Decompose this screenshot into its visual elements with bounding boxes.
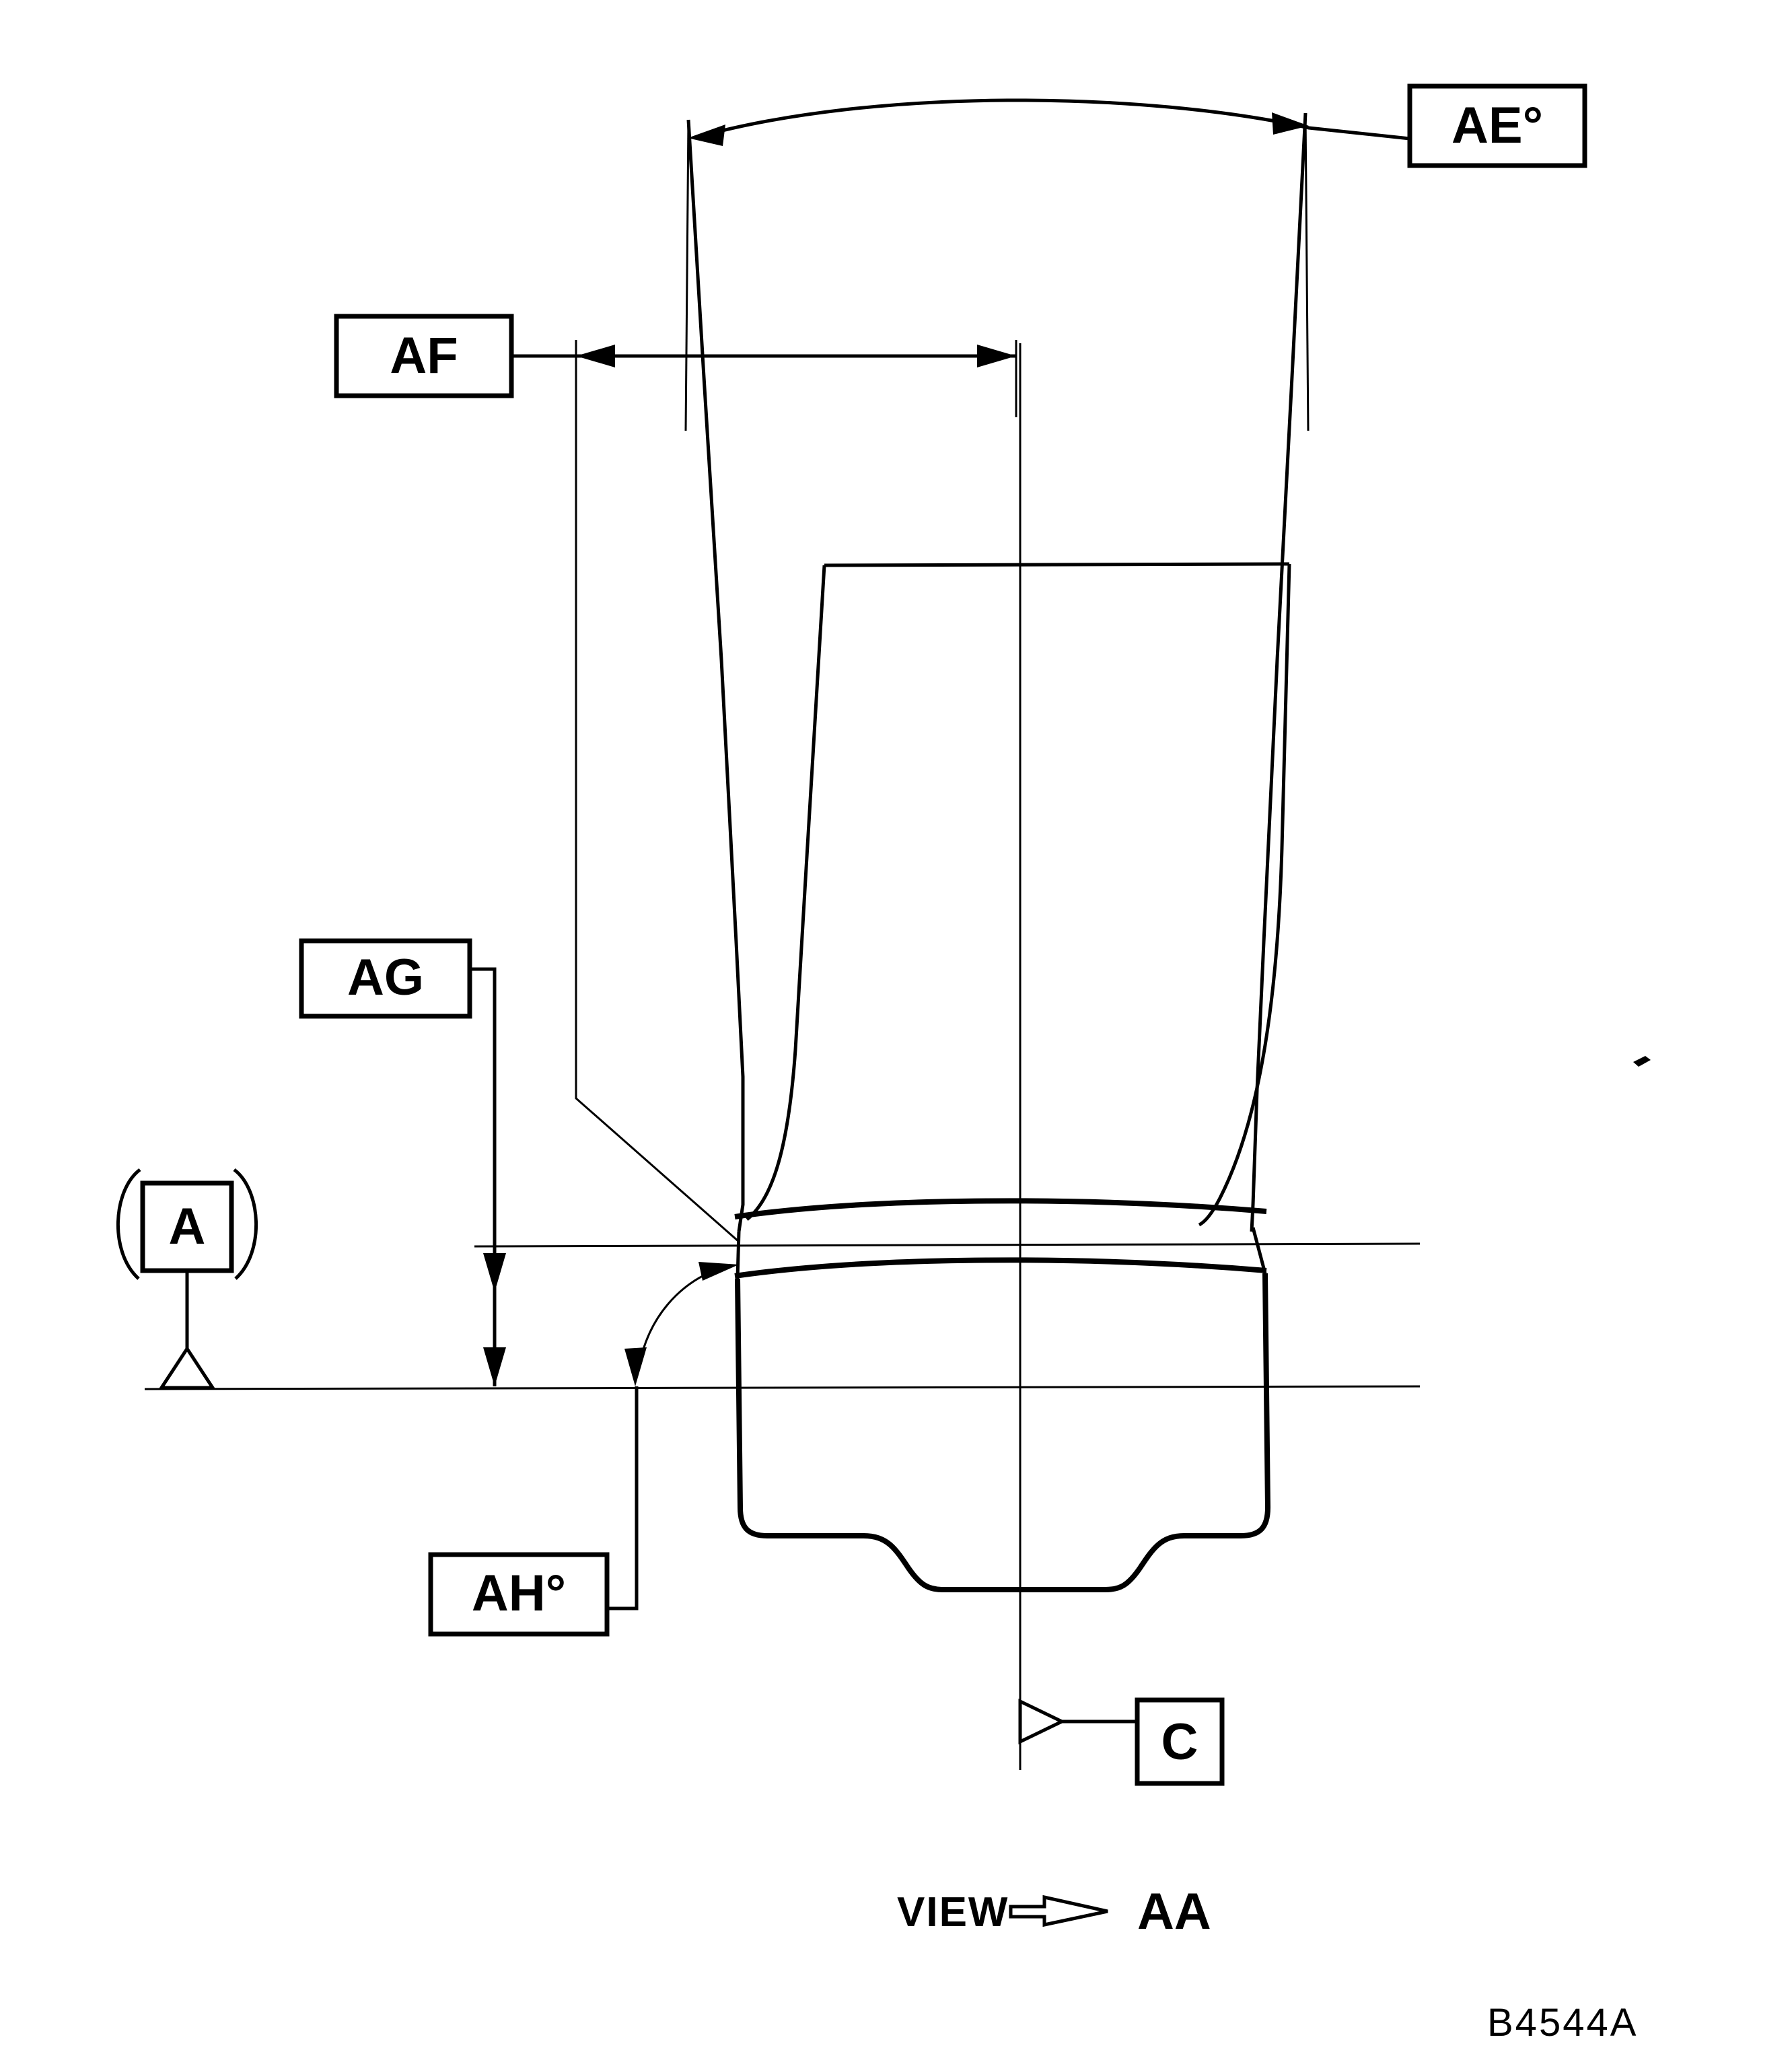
datum-a-right-arc-icon — [233, 1168, 258, 1280]
datum-c-label-text: C — [1161, 1713, 1198, 1771]
platform-lower-curve — [734, 1257, 1267, 1279]
airfoil-left-edge — [686, 119, 745, 1232]
ah-arrowhead-lower — [624, 1347, 647, 1386]
view-caption: VIEW AA — [897, 1883, 1211, 1940]
af-arrowhead-left — [576, 345, 615, 367]
drawing-number: B4544A — [1487, 2001, 1638, 2045]
ag-label-box[interactable] — [299, 938, 472, 1019]
ae-arrowhead-left — [688, 125, 725, 146]
inner-shroud-left-side — [746, 565, 826, 1221]
datum-a-box[interactable] — [140, 1180, 234, 1273]
ah-arrowhead-upper — [698, 1262, 739, 1281]
view-caption-suffix: AA — [1137, 1883, 1211, 1940]
ah-leader-arc — [637, 1264, 731, 1374]
datum-feature-A: A — [116, 1168, 258, 1390]
datum-a-triangle-icon — [158, 1345, 216, 1390]
inner-shroud-right-side — [1198, 563, 1291, 1227]
ah-label-text: AH° — [472, 1565, 566, 1622]
ae-label-box[interactable] — [1407, 83, 1587, 168]
view-direction-arrow-icon — [1009, 1894, 1108, 1927]
blade-geometry — [686, 112, 1307, 1592]
registration-mark-icon — [1633, 1056, 1651, 1067]
platform-upper-curve — [734, 1198, 1267, 1219]
af-label-text: AF — [390, 327, 458, 384]
dimension-AG: AG — [299, 938, 506, 1386]
ae-dimension-arc — [696, 98, 1410, 141]
ag-arrowhead-lower — [483, 1347, 506, 1386]
datum-a-left-arc-icon — [116, 1168, 141, 1280]
datum-a-label-text: A — [169, 1198, 206, 1255]
platform-left-face — [736, 1231, 741, 1279]
ae-extension-right — [1304, 112, 1310, 431]
reference-lines — [144, 343, 1651, 1770]
root-left-side — [735, 1278, 768, 1538]
root-bottom-right-step — [1105, 1533, 1241, 1592]
ag-dimension-line — [470, 967, 497, 1386]
lower-datum-line — [144, 1385, 1421, 1390]
ae-arrowhead-right — [1272, 112, 1309, 135]
datum-c-triangle-icon[interactable] — [1018, 1699, 1066, 1744]
inner-shroud-top-edge — [824, 562, 1290, 567]
airfoil-right-edge — [1250, 112, 1307, 1232]
root-right-side — [1240, 1273, 1271, 1538]
upper-reference-line — [474, 1242, 1421, 1248]
dimension-AE: AE° — [684, 83, 1587, 431]
ag-label-text: AG — [347, 949, 424, 1006]
view-caption-prefix: VIEW — [897, 1889, 1009, 1936]
af-label-box[interactable] — [334, 314, 514, 398]
ag-arrowhead-upper — [483, 1253, 506, 1292]
af-extension-left — [575, 340, 740, 1243]
ah-leader-line — [607, 1386, 639, 1610]
ae-extension-left — [684, 119, 690, 431]
platform-right-face — [1251, 1227, 1267, 1274]
datum-c-box[interactable] — [1135, 1697, 1225, 1786]
dimension-AF: AF — [334, 314, 1017, 1243]
af-arrowhead-right — [977, 345, 1016, 367]
root-bottom-left-step — [767, 1533, 944, 1592]
dimension-AH: AH° — [428, 1262, 739, 1637]
ah-label-box[interactable] — [428, 1552, 610, 1637]
ae-label-text: AE° — [1451, 97, 1543, 154]
datum-feature-C: C — [1018, 1697, 1225, 1786]
